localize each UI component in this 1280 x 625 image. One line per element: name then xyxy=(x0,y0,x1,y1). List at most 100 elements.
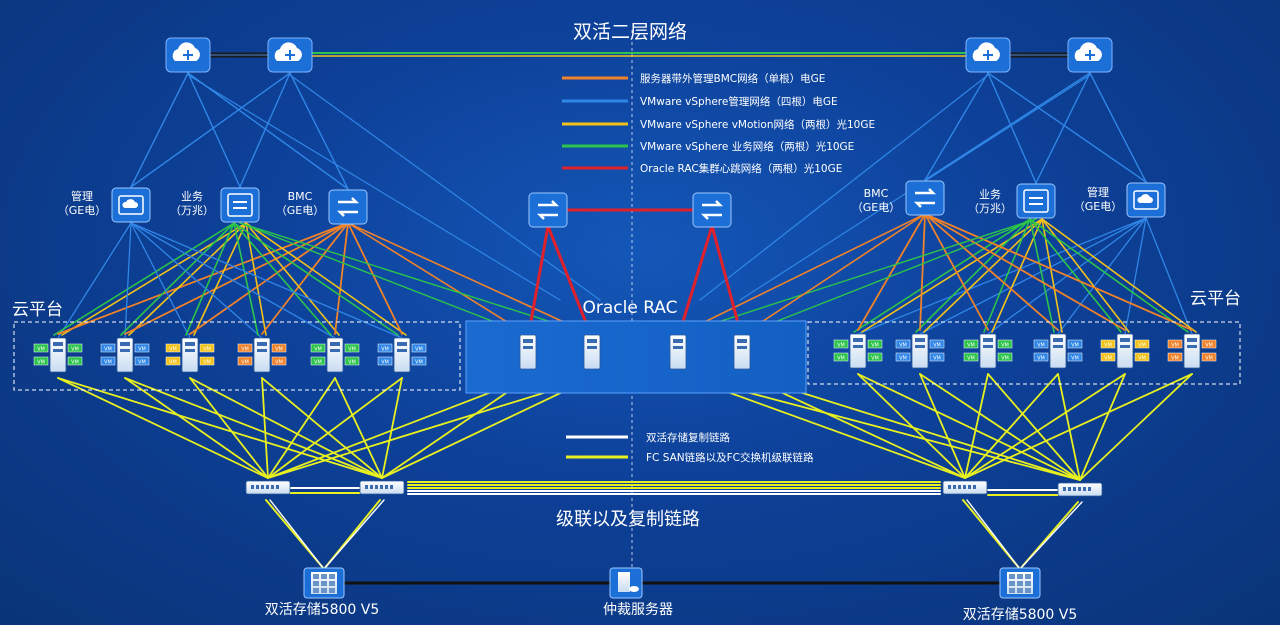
fc-link xyxy=(919,373,1081,481)
mgmt-link xyxy=(124,222,132,339)
vm-label: VM xyxy=(967,356,975,362)
fc-port xyxy=(271,485,274,489)
switch-box xyxy=(528,192,568,228)
fc-link xyxy=(267,377,593,479)
server-icon xyxy=(1183,333,1201,369)
vm-chip xyxy=(134,343,150,353)
arbitration-label: 仲裁服务器 xyxy=(603,602,673,618)
vm-label: VM xyxy=(1001,343,1009,349)
vm-label: VM xyxy=(1171,356,1179,362)
fc-switch-left-2 xyxy=(359,480,405,495)
fc-port xyxy=(375,485,378,489)
server-slot xyxy=(853,338,863,342)
cloud-icon xyxy=(972,42,1000,61)
fc-link xyxy=(57,377,383,479)
vm-chip xyxy=(895,339,911,349)
rac-heartbeat-link xyxy=(526,224,550,340)
legend-label-replication: 双活存储复制链路 xyxy=(646,431,730,444)
fc-link xyxy=(857,373,1081,481)
biz-link xyxy=(185,222,235,336)
router-switch-link xyxy=(987,72,1037,184)
vm-label: VM xyxy=(933,343,941,349)
vmotion-link xyxy=(1041,218,1197,333)
fc-link xyxy=(124,377,269,479)
disk-slot xyxy=(321,581,327,586)
vm-label: VM xyxy=(1205,343,1213,349)
server-slot xyxy=(673,339,683,343)
server-slot xyxy=(185,342,195,346)
router-right-2 xyxy=(1067,37,1113,73)
fc-link xyxy=(267,377,336,479)
fc-switch-right-1 xyxy=(942,480,988,495)
disk-slot xyxy=(1017,588,1023,593)
mgmt-link xyxy=(130,222,336,339)
vm-chip xyxy=(100,356,116,366)
vm-label: VM xyxy=(1037,343,1045,349)
vm-chip xyxy=(411,343,427,353)
fc-port xyxy=(365,485,368,489)
bmc-link xyxy=(347,222,403,335)
vm-label: VM xyxy=(967,343,975,349)
legend-label-vmotion: VMware vSphere vMotion网络（两根）光10GE xyxy=(640,118,875,131)
left-bmc-switch-label-1: BMC xyxy=(288,190,313,203)
vm-label: VM xyxy=(169,360,177,366)
vm-label: VM xyxy=(1138,343,1146,349)
vm-chip xyxy=(165,343,181,353)
vm-label: VM xyxy=(1037,356,1045,362)
server-icon xyxy=(1116,333,1134,369)
bmc-link xyxy=(924,213,989,331)
cloud-icon xyxy=(1137,194,1153,203)
router-arrows-icon xyxy=(183,50,193,60)
server-icon xyxy=(1049,333,1067,369)
router-switch-link xyxy=(187,72,349,190)
server-slot xyxy=(257,342,267,346)
server-slot xyxy=(587,346,597,349)
cloud-icon xyxy=(1074,42,1102,61)
vmotion-link xyxy=(245,222,407,336)
rac-heartbeat-link xyxy=(676,224,714,340)
left-biz-switch xyxy=(220,187,260,223)
server-slot xyxy=(983,345,993,348)
fc-port xyxy=(276,485,279,489)
vm-chip xyxy=(310,343,326,353)
biz-link xyxy=(1029,218,1055,333)
arbitration-server xyxy=(609,567,643,599)
vm-label: VM xyxy=(241,360,249,366)
bmc-link xyxy=(919,213,926,331)
host-left-6 xyxy=(393,337,411,373)
fc-link xyxy=(334,377,383,479)
disk-slot xyxy=(329,574,335,579)
bmc-rac-link xyxy=(347,222,593,336)
server-icon xyxy=(849,333,867,369)
rac-switch-right xyxy=(692,192,732,228)
vm-chip xyxy=(1100,339,1116,349)
database-icon xyxy=(629,586,639,592)
switch-box xyxy=(328,189,368,225)
router-rac-link xyxy=(187,74,561,301)
host-right-5 xyxy=(1116,333,1134,369)
router-switch-link xyxy=(130,72,189,188)
server-slot xyxy=(737,346,747,349)
fc-link xyxy=(964,373,1126,479)
switch-arrows-icon xyxy=(700,200,724,220)
vm-label: VM xyxy=(104,347,112,353)
bmc-link xyxy=(924,213,1059,331)
fc-link xyxy=(189,377,383,479)
host-right-6 xyxy=(1183,333,1201,369)
vm-chip xyxy=(344,343,360,353)
host-right-2 xyxy=(911,333,929,369)
fc-port xyxy=(370,485,373,489)
cloud-platform-right-box xyxy=(807,321,1241,385)
biz-rac-link xyxy=(239,222,529,336)
switch-box xyxy=(220,187,260,223)
switch-arrows-icon xyxy=(336,197,360,217)
legend-label-bmc: 服务器带外管理BMC网络（单根）电GE xyxy=(640,72,825,85)
vm-label: VM xyxy=(1104,356,1112,362)
panel-icon xyxy=(118,195,144,215)
bmc-link xyxy=(334,222,349,335)
fc-link xyxy=(1057,373,1081,481)
storage-left-label: 双活存储5800 V5 xyxy=(265,602,380,618)
